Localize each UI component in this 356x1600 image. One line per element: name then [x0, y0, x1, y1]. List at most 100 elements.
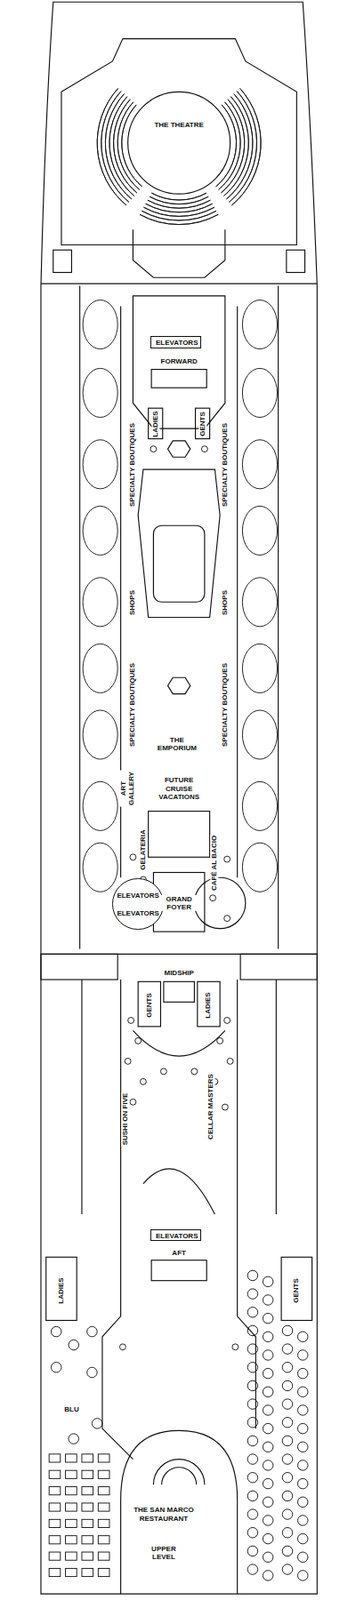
room-label: SUSHI ON FIVE: [121, 1092, 130, 1148]
seat: [224, 1019, 231, 1026]
window-bay: [82, 440, 118, 490]
dining-table: [65, 1569, 78, 1578]
theatre-seating: [221, 99, 245, 194]
dining-table: [81, 1569, 94, 1578]
room-label: LADIES: [56, 1278, 65, 1306]
room-label: SHOPS: [129, 590, 138, 617]
dining-table: [282, 1437, 292, 1448]
lounge-table: [68, 1435, 79, 1446]
dining-table: [81, 1488, 94, 1497]
theatre-seating: [109, 97, 135, 197]
dining-table: [247, 1271, 258, 1282]
dining-table: [262, 1333, 273, 1344]
restroom: [46, 1258, 77, 1322]
dining-table: [97, 1488, 110, 1497]
theatre-stage: [128, 91, 231, 195]
room-label: SPECIALTY BOUTIQUES: [220, 663, 229, 749]
theatre-seating: [231, 89, 261, 206]
window-bay: [82, 300, 118, 350]
theatre-seating: [151, 193, 207, 201]
window-bay: [242, 711, 277, 761]
theatre-seating: [218, 102, 242, 191]
lounge-outline: [121, 980, 238, 1216]
seat: [150, 446, 157, 454]
dining-table: [97, 1569, 110, 1578]
dining-table: [48, 1521, 61, 1530]
dining-table: [65, 1521, 78, 1530]
dining-table: [262, 1462, 273, 1473]
room-name: ELEVATORS: [116, 892, 160, 901]
dining-table: [297, 1462, 308, 1473]
corridor-wall: [236, 306, 238, 879]
dining-table: [97, 1472, 110, 1481]
seat: [129, 1100, 137, 1107]
restroom: [148, 408, 163, 439]
aft-lobby: [102, 1215, 256, 1431]
seat: [129, 855, 137, 862]
dining-table: [297, 1424, 308, 1435]
dining-table: [81, 1521, 94, 1530]
seat: [226, 1059, 234, 1066]
elevator-lobby: ELEVATORSELEVATORS: [112, 879, 164, 931]
theatre-seating: [149, 196, 209, 204]
dining-table: [297, 1351, 308, 1362]
room-label: MIDSHIP: [162, 970, 195, 979]
lounge-table: [91, 1420, 102, 1431]
dining-table: [262, 1388, 273, 1399]
window-bay: [242, 506, 277, 556]
dining-table: [247, 1364, 258, 1375]
lounge-table: [68, 1341, 79, 1352]
seat: [210, 896, 217, 903]
dining-table: [247, 1382, 258, 1392]
room-label: ART GALLERY: [118, 771, 135, 809]
dining-table: [81, 1456, 94, 1465]
dining-table: [282, 1474, 292, 1485]
dining-table: [247, 1474, 258, 1485]
dining-table: [247, 1345, 258, 1356]
dining-table: [247, 1547, 258, 1558]
theatre-wall: [61, 39, 297, 246]
outer-wall: [277, 285, 279, 950]
room-label: UPPER LEVEL: [145, 1546, 182, 1563]
lounge-table: [87, 1327, 98, 1338]
dining-table: [297, 1572, 308, 1583]
dining-table: [282, 1492, 292, 1503]
seat: [160, 1069, 167, 1077]
room-label: GELATERIA: [138, 829, 147, 873]
dining-table: [262, 1443, 273, 1454]
window-bay: [242, 578, 277, 628]
atrium-void: [153, 525, 204, 603]
theatre-seating: [224, 97, 250, 197]
room-label: AFT: [170, 1251, 187, 1260]
window-bay: [82, 782, 118, 832]
outer-wall: [80, 980, 82, 1216]
dining-table: [247, 1290, 258, 1301]
room-label: SHOPS: [220, 590, 229, 617]
room-label: THE SAN MARCO RESTAURANT: [130, 1507, 196, 1524]
dining-table: [297, 1407, 308, 1417]
room-label: THE THEATRE: [153, 121, 204, 130]
theatre-seating: [97, 89, 127, 206]
seat: [139, 1079, 146, 1086]
hull-outline: [40, 1, 317, 1596]
entrance-wall: [102, 1430, 133, 1461]
room-label: FORWARD: [160, 357, 199, 366]
dining-table: [282, 1400, 292, 1411]
dining-table: [262, 1314, 273, 1325]
dining-table: [97, 1537, 110, 1546]
dining-table: [282, 1529, 292, 1539]
dining-table: [97, 1521, 110, 1530]
dining-table: [297, 1333, 308, 1344]
window-bay: [242, 782, 277, 832]
forward-lobby: [132, 296, 225, 429]
restaurant-wall: [121, 1432, 238, 1596]
dining-table: [247, 1529, 258, 1539]
outer-wall: [275, 980, 277, 1216]
elevator-lobby: [194, 878, 245, 930]
window-bay: [82, 368, 118, 418]
atrium-feature: [168, 678, 191, 695]
room-label: THE EMPORIUM: [151, 736, 203, 753]
room-label: LADIES: [151, 410, 160, 438]
seat: [224, 857, 231, 864]
stair: [53, 250, 73, 273]
